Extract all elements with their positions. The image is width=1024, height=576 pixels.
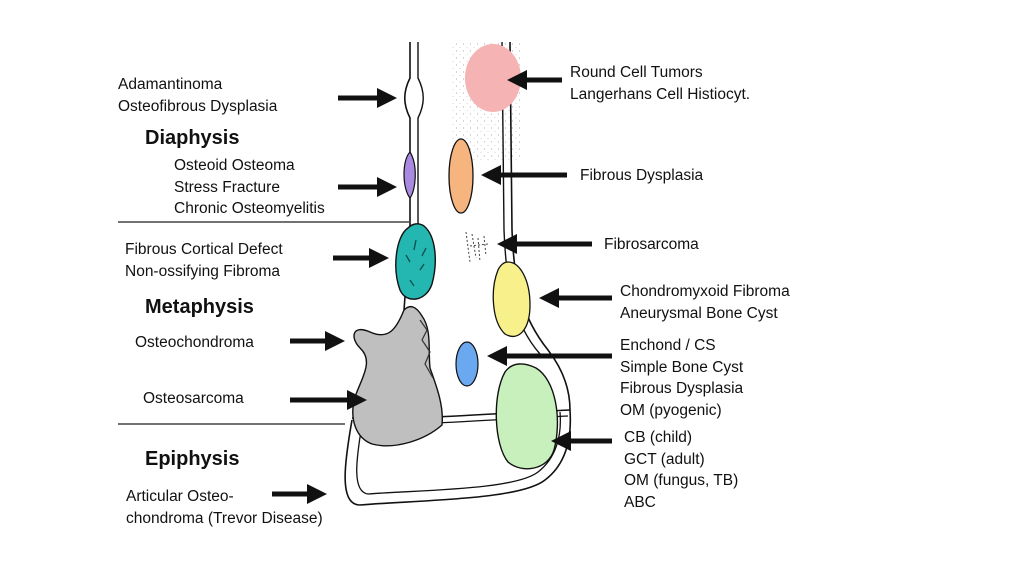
label-line: Osteochondroma <box>135 334 254 351</box>
label-line: ABC <box>624 493 656 511</box>
label-line: Chronic Osteomyelitis <box>174 200 325 217</box>
label-line: Langerhans Cell Histiocyt. <box>570 85 751 103</box>
heading-epiphysis: Epiphysis <box>145 448 240 470</box>
label-line: Fibrous Cortical Defect <box>125 241 283 258</box>
osteosarcoma-mass <box>352 305 444 447</box>
left-cortex <box>403 42 411 311</box>
heading-diaphysis: Diaphysis <box>145 127 240 149</box>
label-giant-cell: CB (child) GCT (adult) OM (fungus, TB) A… <box>624 427 738 513</box>
label-line: Osteoid Osteoma <box>174 157 295 174</box>
label-line: Fibrous Dysplasia <box>580 167 704 184</box>
fibrous-cortical-defect-lesion <box>395 223 436 300</box>
label-line: Round Cell Tumors <box>570 64 703 81</box>
heading-metaphysis: Metaphysis <box>145 296 254 318</box>
fibrosarcoma-lesion <box>465 231 489 263</box>
chondromyxoid-lesion <box>492 261 531 338</box>
label-chondromyxoid: Chondromyxoid Fibroma Aneurysmal Bone Cy… <box>620 281 790 324</box>
label-enchondroma: Enchond / CS Simple Bone Cyst Fibrous Dy… <box>620 335 743 421</box>
label-adamantinoma: Adamantinoma Osteofibrous Dysplasia <box>118 74 277 117</box>
label-fibrosarcoma: Fibrosarcoma <box>604 234 699 256</box>
label-line: OM (pyogenic) <box>620 401 722 419</box>
giant-cell-lesion <box>495 363 559 470</box>
simple-cyst-lesion <box>455 341 479 387</box>
label-line: chondroma (Trevor Disease) <box>126 509 323 527</box>
epiphysis-outline <box>344 409 572 506</box>
label-osteoid-osteoma: Osteoid Osteoma Stress Fracture Chronic … <box>174 155 325 220</box>
label-line: Osteosarcoma <box>143 390 244 407</box>
label-line: Stress Fracture <box>174 178 280 196</box>
label-fibrous-cortical-defect: Fibrous Cortical Defect Non-ossifying Fi… <box>125 239 283 282</box>
label-line: GCT (adult) <box>624 450 705 468</box>
label-articular: Articular Osteo- chondroma (Trevor Disea… <box>126 486 323 529</box>
label-line: Articular Osteo- <box>126 488 234 505</box>
label-line: Enchond / CS <box>620 337 716 354</box>
label-osteochondroma: Osteochondroma <box>135 332 254 354</box>
fcd-texture <box>405 239 427 287</box>
label-line: OM (fungus, TB) <box>624 472 739 489</box>
label-osteosarcoma: Osteosarcoma <box>143 388 244 410</box>
label-line: Simple Bone Cyst <box>620 358 744 376</box>
label-line: Aneurysmal Bone Cyst <box>620 304 778 322</box>
round-cell-lesion <box>465 44 521 112</box>
label-line: Fibrous Dysplasia <box>620 380 744 397</box>
label-line: Osteofibrous Dysplasia <box>118 97 278 115</box>
label-fibrous-dysplasia: Fibrous Dysplasia <box>580 165 703 187</box>
osteosarcoma-texture <box>419 319 434 379</box>
label-line: Chondromyxoid Fibroma <box>620 283 790 300</box>
label-line: Fibrosarcoma <box>604 236 699 253</box>
left-cortex-inner <box>417 42 424 230</box>
label-line: CB (child) <box>624 429 693 446</box>
label-round-cell: Round Cell Tumors Langerhans Cell Histio… <box>570 62 750 105</box>
fibrous-dysplasia-lesion <box>448 138 474 214</box>
label-line: Non-ossifying Fibroma <box>125 262 281 280</box>
right-cortex <box>509 41 571 411</box>
label-line: Adamantinoma <box>118 76 223 93</box>
osteoid-osteoma-lesion <box>403 151 416 199</box>
